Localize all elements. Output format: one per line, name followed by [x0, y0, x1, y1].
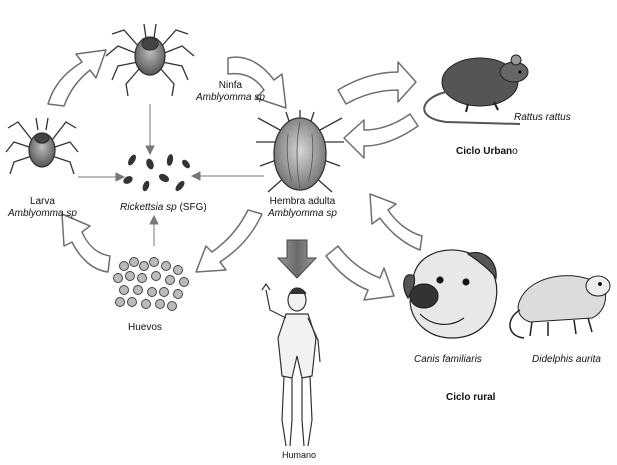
ninfa-name: Ninfa: [196, 80, 265, 92]
rural-arrow-to-hembra: [370, 194, 422, 250]
larva-species: Amblyomma sp: [8, 208, 77, 220]
cycle-arrow-hembra-to-huevos: [196, 210, 262, 272]
ciclo-rural-label: Ciclo rural: [446, 392, 495, 404]
cycle-arrow-huevos-to-larva: [62, 214, 110, 272]
rickettsia-note: (SFG): [179, 202, 206, 213]
ninfa-tick-illustration: [106, 24, 194, 96]
ciclo-urbano-suffix: o: [512, 146, 518, 157]
canis-illustration: [404, 250, 497, 338]
urban-arrow-to-hembra: [344, 114, 418, 158]
rickettsia-species: Rickettsia sp: [120, 202, 177, 213]
didelphis-illustration: [510, 276, 610, 338]
connector-arrows: [78, 104, 264, 246]
larva-label: Larva Amblyomma sp: [8, 196, 77, 220]
larva-tick-illustration: [6, 118, 78, 174]
huevos-illustration: [114, 258, 189, 311]
ciclo-urbano-prefix: Ciclo Urban: [456, 146, 512, 157]
human-illustration: [262, 284, 320, 446]
huevos-label: Huevos: [128, 322, 162, 334]
didelphis-label: Didelphis aurita: [532, 354, 601, 366]
ciclo-urbano-label: Ciclo Urbano: [456, 146, 518, 158]
rickettsia-label: Rickettsia sp (SFG): [120, 202, 207, 214]
canis-label: Canis familiaris: [414, 354, 482, 366]
down-arrow-to-human: [278, 240, 316, 278]
rural-arrow-to-animals: [326, 246, 394, 300]
hembra-adulta-illustration: [256, 110, 344, 192]
ninfa-species: Amblyomma sp: [196, 92, 265, 104]
urban-arrow-to-rattus: [338, 62, 416, 104]
larva-name: Larva: [8, 196, 77, 208]
cycle-arrow-larva-to-ninfa: [48, 50, 106, 106]
rattus-label: Rattus rattus: [514, 112, 571, 124]
ninfa-label: Ninfa Amblyomma sp: [196, 80, 265, 104]
hembra-name: Hembra adulta: [268, 196, 337, 208]
rattus-illustration: [424, 55, 528, 124]
hembra-label: Hembra adulta Amblyomma sp: [268, 196, 337, 220]
humano-label: Humano: [282, 450, 316, 460]
rickettsia-bacteria: [122, 153, 192, 192]
hembra-species: Amblyomma sp: [268, 208, 337, 220]
